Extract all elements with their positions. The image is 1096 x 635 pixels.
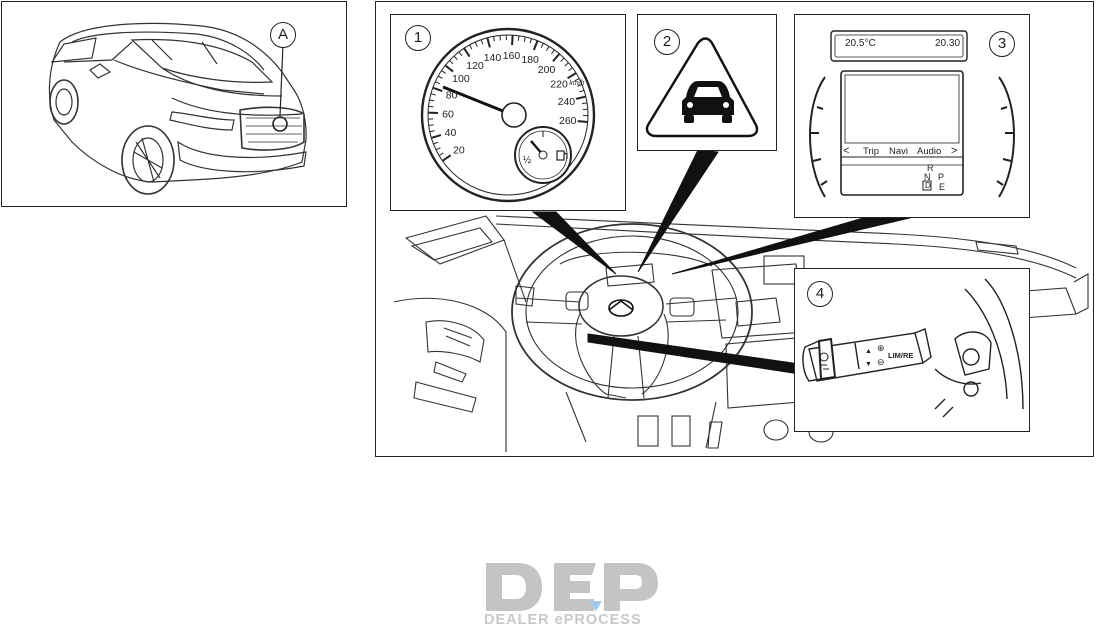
speed-minor-tick: [551, 50, 554, 54]
speed-tick-label: 80: [446, 89, 458, 101]
inset-3-number: 3: [989, 31, 1015, 57]
speed-minor-tick: [546, 46, 549, 50]
menu-item-navi: Navi: [889, 146, 908, 157]
speed-tick-label: 120: [466, 60, 484, 72]
speed-minor-tick: [561, 58, 565, 62]
inset-1-number: 1: [405, 25, 431, 51]
speed-major-tick: [433, 88, 442, 91]
gear-d: D: [925, 181, 931, 190]
speed-tick-label: 100: [452, 73, 470, 85]
menu-left-arrow: <: [843, 145, 849, 157]
gear-e: E: [939, 182, 945, 192]
speed-tick-label: 200: [538, 64, 556, 76]
speed-major-tick: [576, 97, 586, 99]
speed-minor-tick: [441, 71, 445, 74]
inset-warning-indicator: 2: [637, 14, 777, 151]
speed-major-tick: [487, 38, 490, 48]
speed-minor-tick: [459, 52, 462, 56]
speed-minor-tick: [530, 39, 531, 44]
speed-major-tick: [534, 41, 538, 50]
speed-unit-label: km/h: [569, 80, 584, 87]
inset-2-number: 2: [654, 29, 680, 55]
speed-minor-tick: [494, 36, 495, 41]
speed-minor-tick: [429, 125, 434, 126]
speed-minor-tick: [429, 100, 434, 101]
speed-major-tick: [568, 73, 577, 78]
menu-item-audio: Audio: [917, 146, 941, 157]
car-illustration-panel: A: [1, 1, 347, 207]
speed-minor-tick: [449, 61, 453, 64]
gear-p: P: [938, 172, 944, 182]
speed-major-tick: [445, 65, 453, 71]
inset-information-display: 20.5°C 20.30 < Trip Navi Audio > R N P D…: [794, 14, 1030, 218]
watermark-text: DEALER ePROCESS: [484, 612, 664, 628]
speed-minor-tick: [470, 45, 472, 49]
dealer-eprocess-watermark: DEALER ePROCESS: [470, 557, 665, 635]
speed-minor-tick: [430, 131, 435, 132]
svg-text:⊕: ⊕: [877, 343, 885, 353]
speed-tick-label: 180: [521, 54, 539, 66]
speed-tick-label: 260: [559, 115, 577, 127]
speed-minor-tick: [524, 37, 525, 42]
speed-tick-label: 140: [484, 52, 502, 64]
speed-minor-tick: [428, 106, 433, 107]
dep-logo-icon: [470, 557, 665, 615]
speed-minor-tick: [568, 68, 572, 71]
svg-text:▼: ▼: [865, 361, 872, 368]
svg-text:▲: ▲: [865, 348, 872, 355]
speed-major-tick: [553, 54, 559, 62]
speed-minor-tick: [481, 40, 483, 45]
speed-tick-label: 20: [453, 144, 465, 156]
inset-4-number: 4: [807, 281, 833, 307]
fuel-half-label: ½: [523, 155, 532, 166]
speed-major-tick: [464, 48, 469, 56]
speed-minor-tick: [475, 42, 477, 47]
lever-label: LIM/RE: [888, 351, 913, 360]
speed-tick-label: 240: [558, 96, 576, 108]
speed-minor-tick: [518, 36, 519, 41]
speed-minor-tick: [431, 94, 436, 95]
speed-tick-label: 220: [550, 79, 568, 91]
speed-major-tick: [512, 35, 513, 45]
speed-minor-tick: [439, 153, 443, 156]
speed-tick-label: 160: [503, 50, 521, 62]
speed-minor-tick: [435, 82, 440, 84]
speed-minor-tick: [565, 63, 569, 66]
speed-minor-tick: [436, 148, 441, 150]
speed-minor-tick: [433, 142, 438, 144]
menu-right-arrow: >: [951, 145, 957, 157]
speed-major-tick: [578, 121, 588, 122]
speed-minor-tick: [500, 35, 501, 40]
speed-major-tick: [442, 155, 450, 161]
menu-item-trip: Trip: [863, 146, 879, 157]
callout-a-label: A: [270, 22, 296, 48]
display-temperature: 20.5°C: [845, 38, 876, 49]
speed-minor-tick: [454, 56, 457, 60]
svg-text:⊖: ⊖: [877, 357, 885, 367]
speed-minor-tick: [582, 103, 587, 104]
speed-tick-label: 40: [445, 127, 457, 139]
infiniti-logo-icon: [609, 300, 633, 316]
speed-minor-tick: [438, 76, 442, 78]
display-time: 20.30: [935, 38, 960, 49]
inset-cruise-lever: ⊕ ⊖ ▲ ▼ LIM/RE 4: [794, 268, 1030, 432]
speed-tick-label: 60: [442, 108, 454, 120]
speed-major-tick: [431, 135, 441, 138]
speed-minor-tick: [579, 90, 584, 92]
speed-minor-tick: [541, 43, 543, 47]
